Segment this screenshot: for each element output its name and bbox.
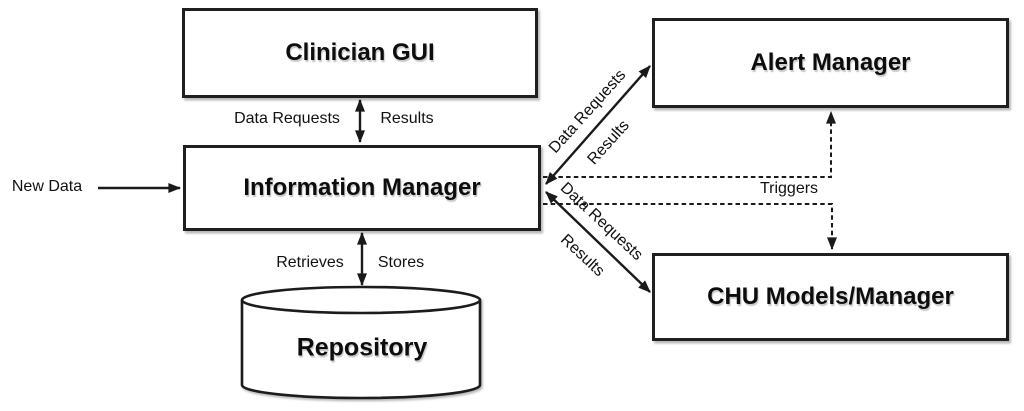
node-clinician-gui-label: Clinician GUI [285, 39, 435, 66]
label-im-repo-stores: Stores [377, 254, 425, 271]
node-chu-models-manager: CHU Models/Manager [652, 253, 1009, 341]
dashed-arrow-trigger-alert [543, 110, 836, 178]
repository-cylinder [240, 285, 482, 400]
label-new-data: New Data [11, 178, 83, 195]
node-alert-manager: Alert Manager [652, 18, 1009, 108]
arrow-im-chu [545, 191, 651, 293]
node-chu-models-manager-label: CHU Models/Manager [707, 283, 954, 310]
node-information-manager-label: Information Manager [243, 174, 481, 201]
node-repository-label: Repository [296, 333, 428, 362]
node-clinician-gui: Clinician GUI [182, 8, 538, 98]
node-alert-manager-label: Alert Manager [750, 49, 911, 76]
label-im-repo-retrieves: Retrieves [276, 254, 344, 271]
repository-cylinder-top [240, 285, 482, 315]
node-information-manager: Information Manager [183, 145, 541, 231]
dashed-arrow-trigger-chu [543, 203, 837, 251]
label-gui-im-data-requests: Data Requests [234, 110, 340, 127]
label-triggers: Triggers [759, 180, 819, 197]
label-gui-im-results: Results [380, 110, 434, 127]
arrow-im-alert [545, 65, 651, 185]
repository-cylinder-body [240, 300, 482, 400]
